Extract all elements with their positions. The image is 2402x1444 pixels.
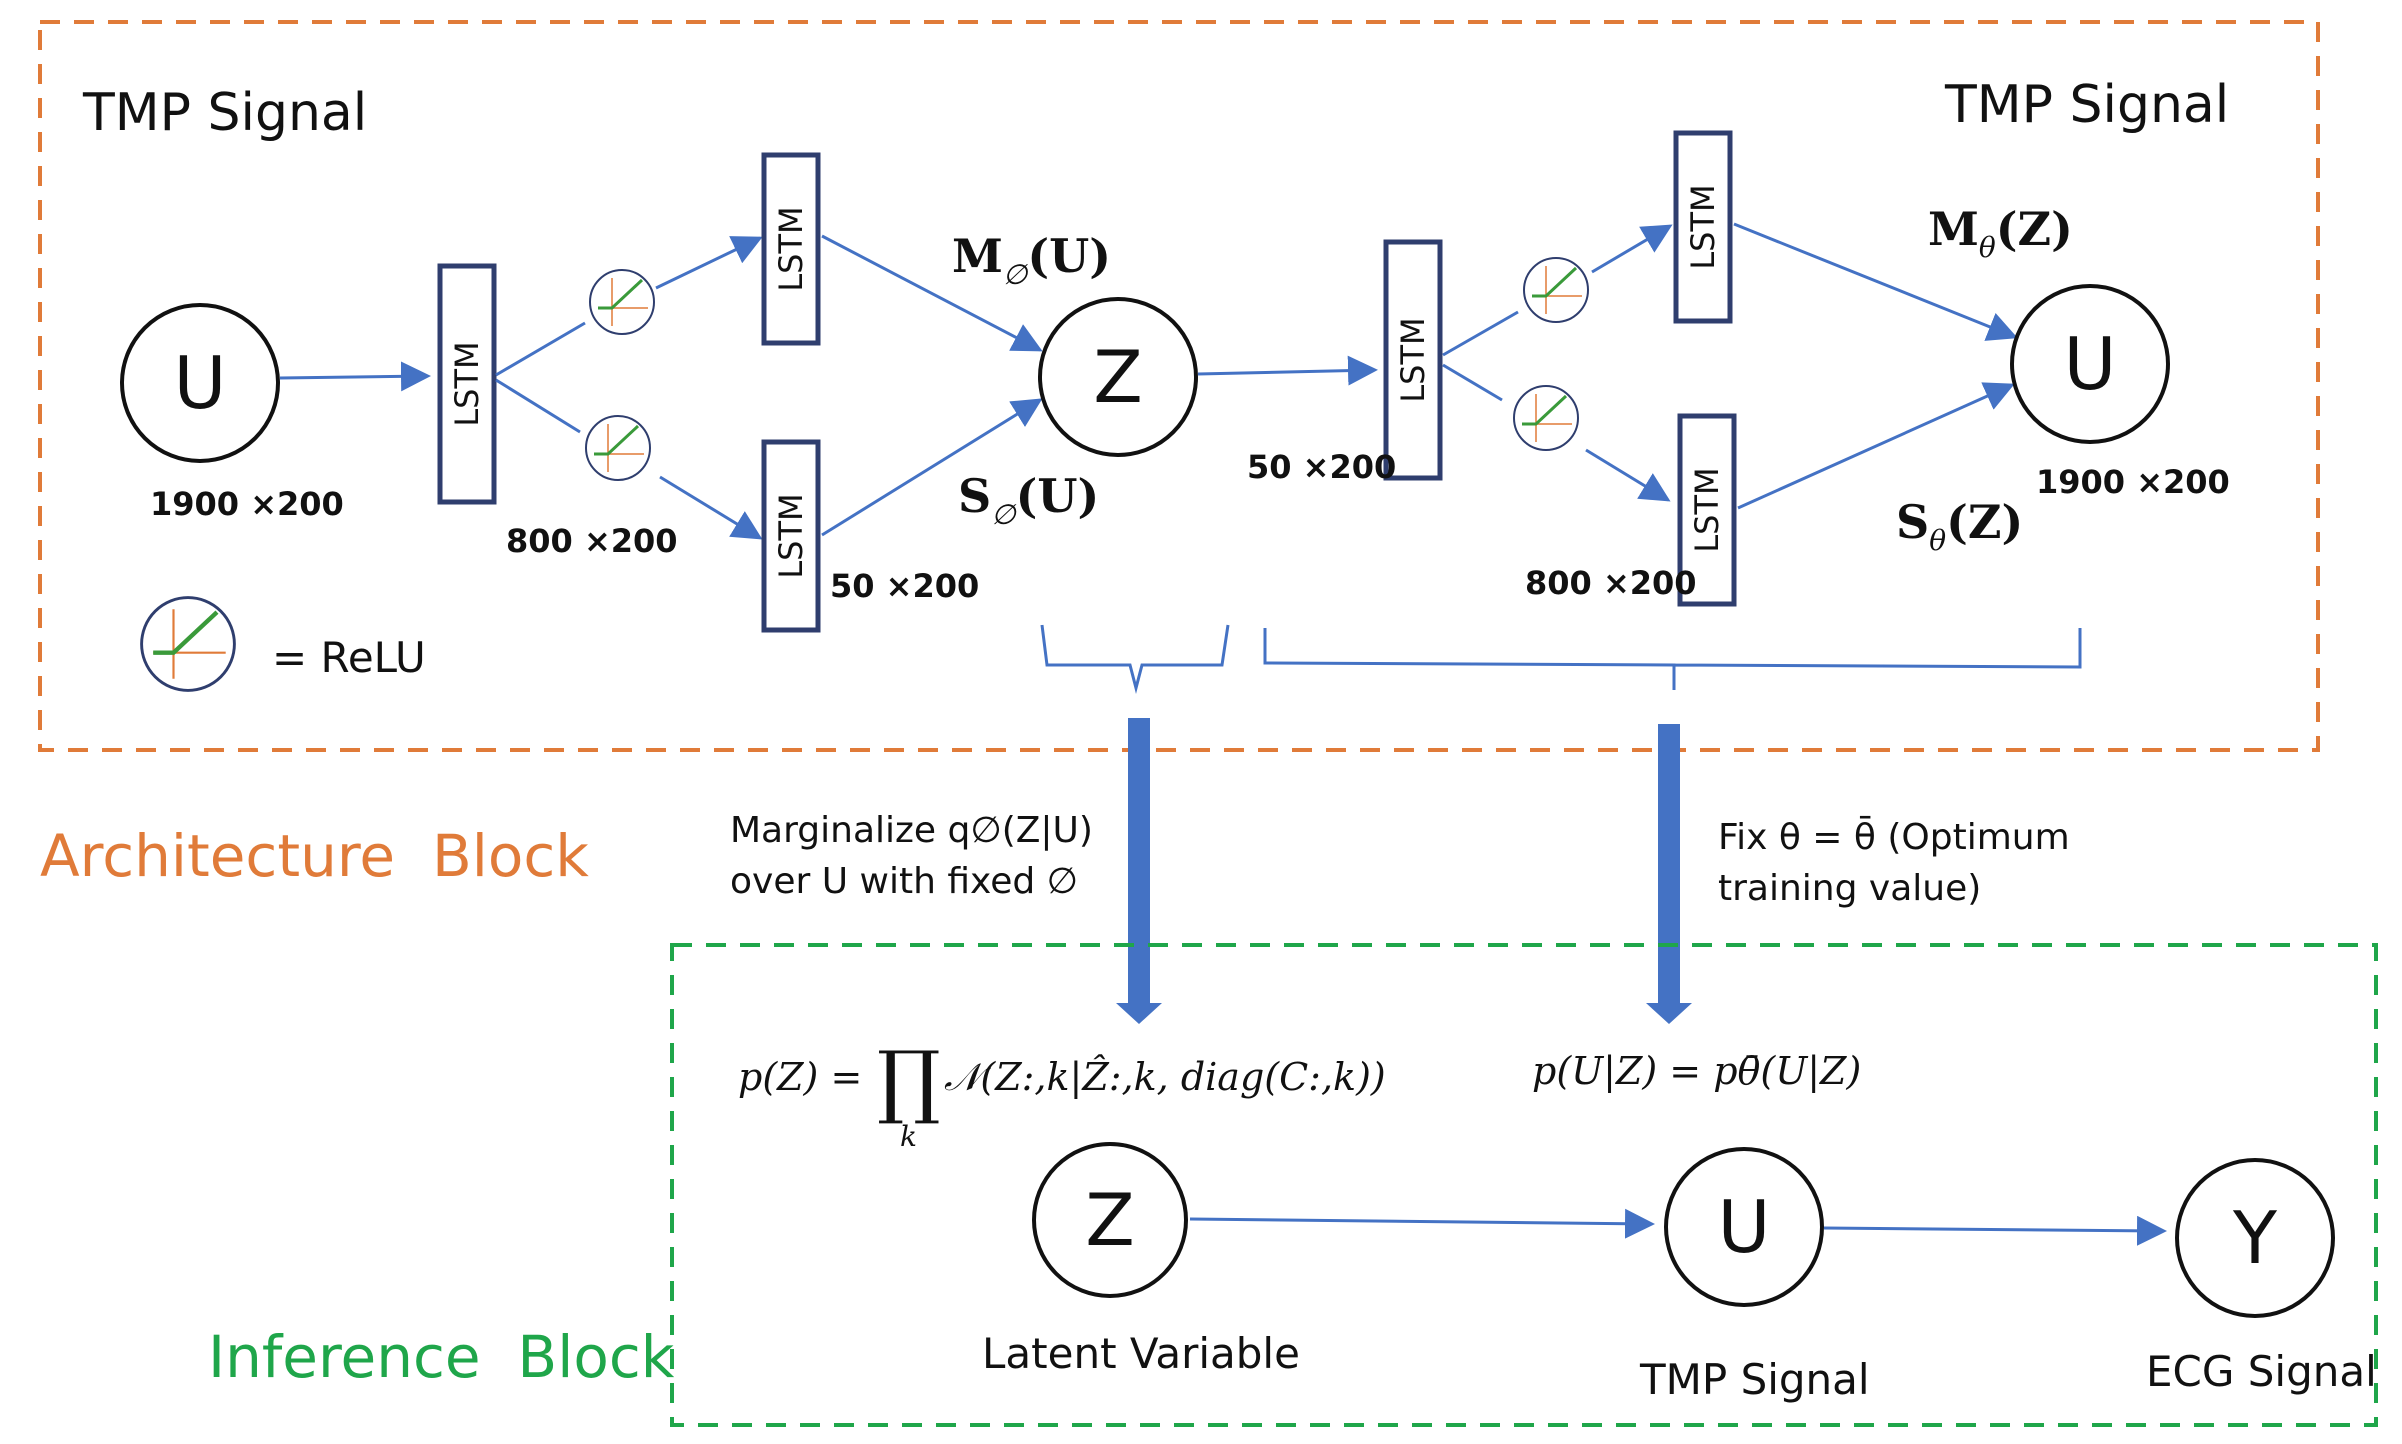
encoder-lstm-std xyxy=(761,439,821,633)
decoder-lstm-std-label: LSTM xyxy=(1688,467,1726,552)
marginalize-note-line2: over U with fixed ∅ xyxy=(730,861,1078,902)
decoder-lstm-mean-label: LSTM xyxy=(1684,184,1722,269)
inference-block-title: Inference Block xyxy=(208,1323,675,1391)
arrow-relu-to-lstm3 xyxy=(659,475,763,540)
relu-icon xyxy=(584,414,652,482)
likelihood-formula: p(U|Z) = pθ̄(U|Z) xyxy=(1532,1049,1861,1093)
input-dim-label: 1900 ×200 xyxy=(150,485,344,523)
arrow-lstm1-down xyxy=(495,378,581,434)
decoder-lstm-1-label: LSTM xyxy=(1394,317,1432,402)
decoder-mean-label: Mθ(Z) xyxy=(1928,202,2073,264)
inference-ecg-node xyxy=(2175,1158,2335,1318)
prior-formula-lhs: p(Z) = xyxy=(738,1055,862,1099)
dec-in-dim-label: 50 ×200 xyxy=(1247,448,1396,486)
encoder-lstm-mean-label: LSTM xyxy=(772,206,810,291)
inference-tmp-node xyxy=(1664,1147,1824,1307)
arrow-mean-to-output xyxy=(1733,222,2018,341)
input-node-label: U xyxy=(174,341,227,425)
arrow-z-to-u xyxy=(1189,1208,1655,1239)
marginalize-note-line1: Marginalize q∅(Z|U) xyxy=(730,810,1093,851)
arrow-relu-to-lstm5 xyxy=(1591,224,1673,274)
big-arrow-left-shaft xyxy=(1128,718,1150,1006)
big-arrow-right-shaft xyxy=(1658,724,1680,1006)
prior-formula-rhs: 𝒩(Z:,k|Ẑ:,k, diag(C:,k)) xyxy=(944,1055,1386,1099)
arrow-lstm1-up xyxy=(495,321,586,377)
architecture-block-border xyxy=(38,20,2320,752)
big-arrow-right-head xyxy=(1646,1003,1692,1024)
decoder-brace xyxy=(1263,628,2082,690)
encoder-lstm-1 xyxy=(437,263,497,505)
prior-formula-index: k xyxy=(900,1120,917,1153)
relu-legend: = ReLU xyxy=(142,598,426,691)
decoder-lstm-1 xyxy=(1383,239,1443,481)
arrow-relu-to-lstm6 xyxy=(1585,448,1671,502)
arrow-z-to-lstm4 xyxy=(1197,355,1378,386)
arrow-mean-to-z xyxy=(821,234,1043,352)
encoder-brace xyxy=(1040,624,1230,694)
encoder-std-label: S∅(U) xyxy=(958,469,1099,531)
decoder-lstm-std xyxy=(1677,413,1737,607)
relu-icon xyxy=(1512,384,1580,452)
latent-node xyxy=(1038,297,1198,457)
ecg-signal-label: ECG Signal xyxy=(2146,1347,2377,1396)
relu-legend-text: = ReLU xyxy=(272,633,426,682)
arrow-std-to-z xyxy=(821,398,1043,537)
output-node xyxy=(2010,284,2170,444)
prior-formula-product: ∏ xyxy=(877,1034,941,1127)
latent-node-label: Z xyxy=(1093,335,1142,419)
fix-theta-note-line1: Fix θ = θ̄ (Optimum xyxy=(1718,815,2070,858)
inference-tmp-node-label: U xyxy=(1718,1185,1771,1269)
fix-theta-note-line2: training value) xyxy=(1718,868,1981,909)
inference-latent-node-label: Z xyxy=(1085,1178,1134,1262)
latent-variable-label: Latent Variable xyxy=(982,1329,1300,1378)
inference-ecg-node-label: Y xyxy=(2232,1196,2278,1280)
inference-block-border xyxy=(670,943,2378,1427)
big-arrow-left-head xyxy=(1116,1003,1162,1024)
relu-icon xyxy=(588,268,656,336)
encoder-lstm-mean xyxy=(761,152,821,346)
prior-formula: p(Z) = ∏ k 𝒩(Z:,k|Ẑ:,k, diag(C:,k)) xyxy=(738,1034,1386,1153)
arrow-u-to-y xyxy=(1823,1215,2167,1246)
arrow-std-to-output xyxy=(1737,382,2015,510)
relu-icon xyxy=(1522,256,1590,324)
encoder-mean-label: M∅(U) xyxy=(952,229,1111,291)
inference-latent-node xyxy=(1032,1142,1188,1298)
output-node-label: U xyxy=(2064,322,2117,406)
hidden-enc-dim-label: 800 ×200 xyxy=(506,522,678,560)
relu-icon xyxy=(142,598,235,691)
decoder-lstm-mean xyxy=(1673,130,1733,324)
encoder-lstm-1-label: LSTM xyxy=(448,341,486,426)
output-signal-label: TMP Signal xyxy=(1944,75,2229,135)
output-dim-label: 1900 ×200 xyxy=(2036,463,2230,501)
tmp-signal-label: TMP Signal xyxy=(1639,1355,1870,1404)
arrow-input-to-lstm1 xyxy=(279,361,431,392)
encoder-lstm-std-label: LSTM xyxy=(772,493,810,578)
input-signal-label: TMP Signal xyxy=(82,83,367,143)
enc-out-dim-label: 50 ×200 xyxy=(830,567,979,605)
arrow-lstm4-down xyxy=(1442,363,1503,402)
arrow-relu-to-lstm2 xyxy=(655,236,763,290)
input-node xyxy=(120,303,280,463)
decoder-std-label: Sθ(Z) xyxy=(1896,495,2023,557)
arrow-lstm4-up xyxy=(1442,310,1519,357)
hidden-dec-dim-label: 800 ×200 xyxy=(1525,564,1697,602)
architecture-block-title: Architecture Block xyxy=(40,822,589,890)
